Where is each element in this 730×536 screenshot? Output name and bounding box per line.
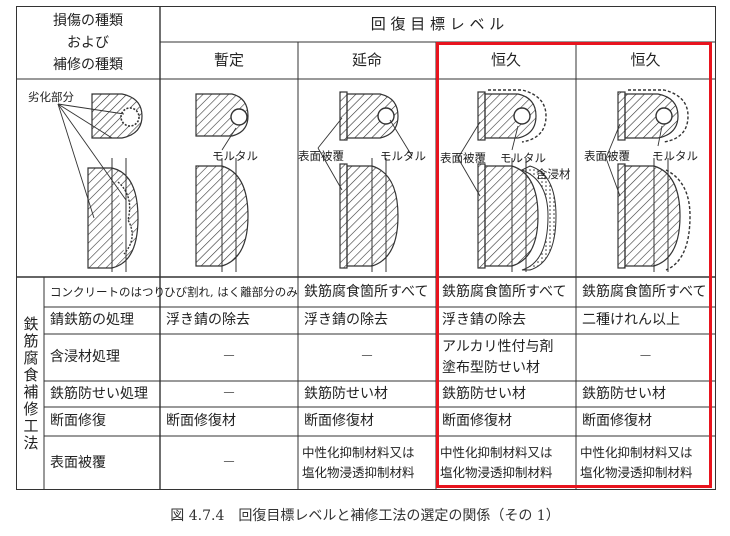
cell-protection-provisional: － <box>222 385 236 402</box>
level-provisional: 暫定 <box>213 51 244 69</box>
corner-line-2: および <box>67 34 109 51</box>
side-label: 鉄筋腐食補修工法 <box>21 315 40 452</box>
cell-coating-permanent-2: 中性化抑制材料又は 塩化物浸透抑制材料 <box>580 445 693 480</box>
cell-impregnation-provisional: － <box>222 349 236 365</box>
corner-line-1: 損傷の種類 <box>53 12 123 29</box>
cell-chipping-permanent-2: 鉄筋腐食箇所すべて <box>582 283 707 300</box>
cell-section-permanent-2: 断面修復材 <box>582 413 652 429</box>
cell-chipping-provisional: ひび割れ, はく離部分のみ <box>164 284 298 299</box>
cell-section-extension: 断面修復材 <box>304 413 374 429</box>
cell-impregnation-extension: － <box>360 349 374 365</box>
cell-coating-provisional: － <box>222 454 236 471</box>
drawing-provisional <box>195 93 249 272</box>
cell-section-permanent-1: 断面修復材 <box>442 413 512 429</box>
label-mortar-provisional: モルタル <box>212 148 258 163</box>
level-permanent-2: 恒久 <box>630 51 661 69</box>
drawing-deteriorated <box>57 93 143 272</box>
corner-header: 損傷の種類 および 補修の種類 <box>16 6 160 79</box>
cell-coating-extension: 中性化抑制材料又は 塩化物浸透抑制材料 <box>302 445 415 480</box>
row-label-section-repair: 断面修復 <box>50 413 106 429</box>
target-level-header: 回 復 目 標 レ ベ ル <box>370 14 505 33</box>
label-coating-extension: 表面被覆 <box>298 148 344 163</box>
label-impregnant: 含浸材 <box>536 166 571 181</box>
cell-rust-permanent-2: 二種けれん以上 <box>582 312 680 328</box>
row-label-rebar-protection: 鉄筋防せい処理 <box>50 385 148 402</box>
cell-chipping-permanent-1: 鉄筋腐食箇所すべて <box>442 283 567 300</box>
cell-protection-extension: 鉄筋防せい材 <box>304 385 388 402</box>
corner-line-3: 補修の種類 <box>53 56 123 73</box>
cell-section-provisional: 断面修復材 <box>166 413 236 429</box>
cell-rust-permanent-1: 浮き錆の除去 <box>442 312 526 328</box>
label-coating-permanent-1: 表面被覆 <box>440 150 486 165</box>
cell-impregnation-permanent-2: － <box>638 349 653 365</box>
drawing-extension <box>317 91 413 272</box>
cell-rust-extension: 浮き錆の除去 <box>304 312 388 328</box>
cell-impregnation-permanent-1: アルカリ性付与剤 塗布型防せい材 <box>442 338 554 376</box>
drawing-permanent-1 <box>457 89 557 272</box>
level-extension: 延命 <box>351 51 382 69</box>
label-mortar-permanent-1: モルタル <box>500 150 546 165</box>
level-permanent-1: 恒久 <box>490 51 521 69</box>
row-label-surface-coating: 表面被覆 <box>50 454 106 471</box>
row-label-chipping: コンクリートのはつり <box>50 284 165 299</box>
label-coating-permanent-2: 表面被覆 <box>584 148 630 163</box>
drawing-permanent-2 <box>605 89 691 272</box>
label-mortar-permanent-2: モルタル <box>652 148 698 163</box>
cell-chipping-extension: 鉄筋腐食箇所すべて <box>304 283 429 300</box>
cell-protection-permanent-2: 鉄筋防せい材 <box>582 385 666 402</box>
row-label-impregnation: 含浸材処理 <box>50 349 120 365</box>
cell-coating-permanent-1: 中性化抑制材料又は 塩化物浸透抑制材料 <box>440 445 553 480</box>
repair-table <box>16 6 716 490</box>
row-label-rust-treatment: 錆鉄筋の処理 <box>50 312 134 328</box>
cell-protection-permanent-1: 鉄筋防せい材 <box>442 385 526 402</box>
label-deteriorated: 劣化部分 <box>28 89 74 104</box>
label-mortar-extension: モルタル <box>380 148 426 163</box>
figure-caption: 図 4.7.4 回復目標レベルと補修工法の選定の関係（その 1） <box>170 508 560 524</box>
cell-rust-provisional: 浮き錆の除去 <box>166 312 250 328</box>
